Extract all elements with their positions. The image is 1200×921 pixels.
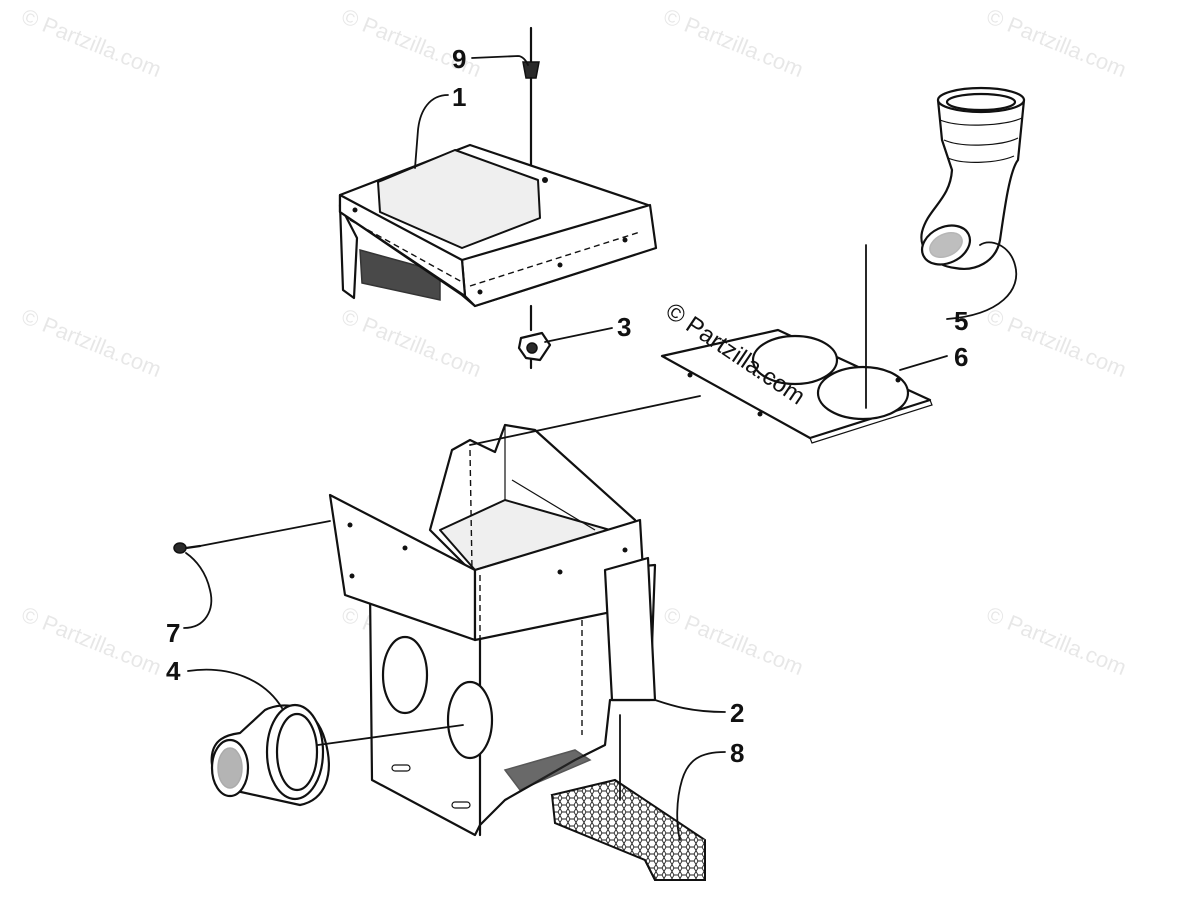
part-5-intake-elbow [920,86,1026,270]
part-9-pin [522,26,540,174]
watermark: © Partzilla.com [18,3,165,82]
watermark: © Partzilla.com [338,303,485,382]
part-3-clip [517,304,552,370]
watermark: © Partzilla.com [660,601,807,680]
callout-8: 8 [730,738,744,768]
callout-labels: 9 1 3 5 6 7 4 2 8 [166,44,968,768]
part-2-airbox-base [328,423,657,837]
leader-lines [183,55,1018,841]
callout-6: 6 [954,342,968,372]
callout-9: 9 [452,44,466,74]
watermark: © Partzilla.com [983,3,1130,82]
callout-1: 1 [452,82,466,112]
part-1-airbox-lid [338,143,658,308]
callout-2: 2 [730,698,744,728]
watermark: © Partzilla.com [660,3,807,82]
part-8-mesh-screen [550,778,706,881]
callout-5: 5 [954,306,968,336]
watermark: © Partzilla.com [18,601,165,680]
callout-4: 4 [166,656,181,686]
part-4-intake-boot [210,703,330,807]
callout-3: 3 [617,312,631,342]
callout-7: 7 [166,618,180,648]
part-6-mounting-plate [660,328,933,444]
watermark: © Partzilla.com [18,303,165,382]
watermark: © Partzilla.com [983,601,1130,680]
part-7-screw [173,542,202,554]
watermark: © Partzilla.com [983,303,1130,382]
